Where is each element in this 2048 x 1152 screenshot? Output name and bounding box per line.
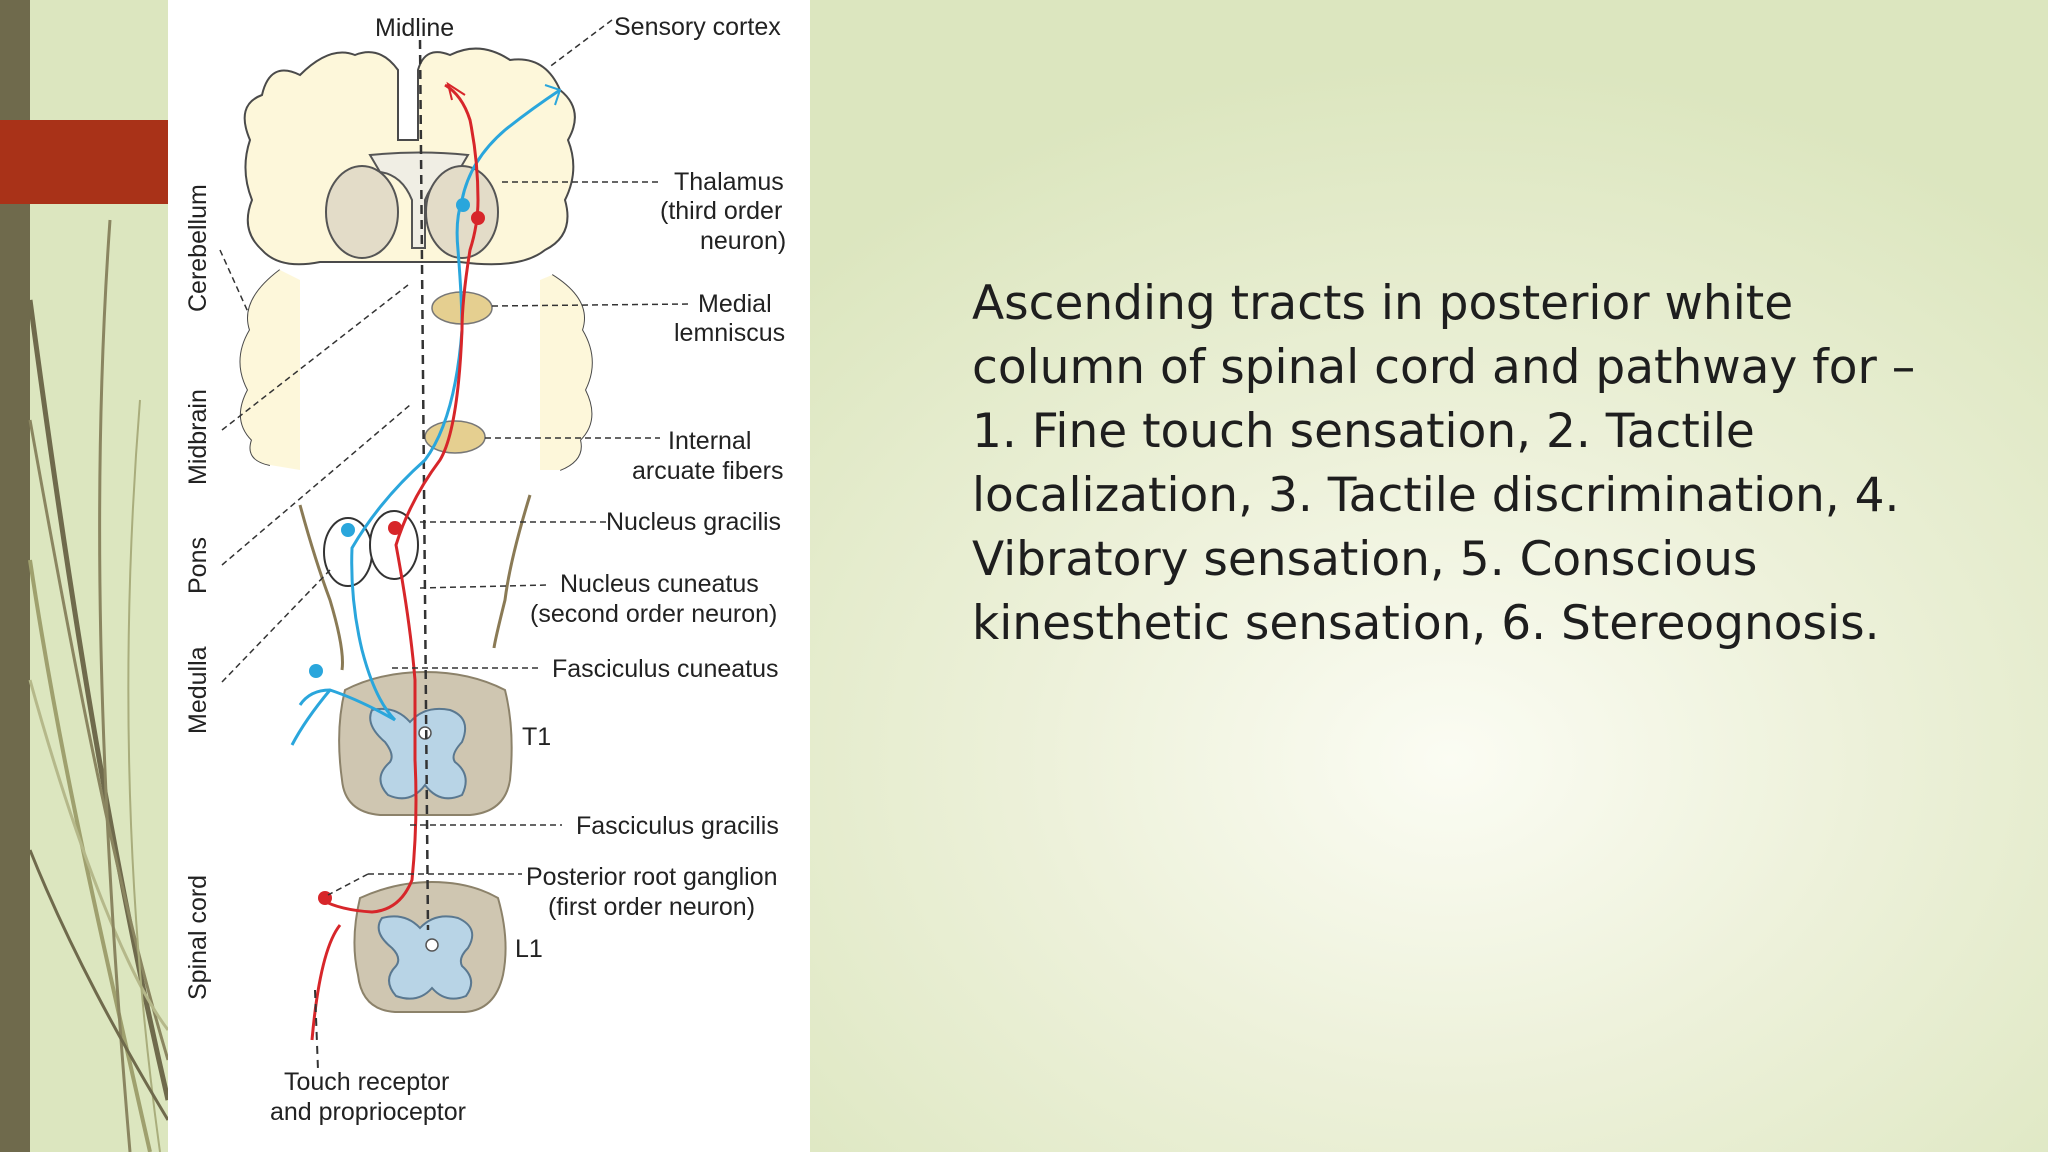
label-fasciculus-gracilis: Fasciculus gracilis xyxy=(576,812,779,840)
label-nucleus-cuneatus-2: (second order neuron) xyxy=(530,600,777,628)
label-nucleus-cuneatus-1: Nucleus cuneatus xyxy=(560,570,759,598)
region-pons: Pons xyxy=(184,537,212,594)
label-internal-arcuate-1: Internal xyxy=(668,427,751,455)
thalamus-right xyxy=(425,165,499,259)
thalamus-left xyxy=(325,165,399,259)
label-touch-receptor-1: Touch receptor xyxy=(284,1068,449,1096)
accent-block xyxy=(0,120,168,204)
red-tract xyxy=(321,83,480,914)
gray-matter-t1 xyxy=(369,707,467,800)
label-t1: T1 xyxy=(522,723,551,751)
label-posterior-root-ganglion: Posterior root ganglion xyxy=(526,863,778,891)
label-touch-receptor-2: and proprioceptor xyxy=(270,1098,466,1126)
internal-arcuate-shape xyxy=(424,420,486,454)
blue-tract xyxy=(350,88,561,722)
midline-dashed xyxy=(418,39,430,931)
region-midbrain: Midbrain xyxy=(184,389,212,485)
label-thalamus: Thalamus xyxy=(674,168,784,196)
spinal-tract-diagram: Midline Sensory cortex Thalamus (third o… xyxy=(184,13,786,1126)
region-cerebellum: Cerebellum xyxy=(184,184,212,312)
nucleus-gracilis-shape xyxy=(369,510,419,580)
medulla-left-outline xyxy=(298,504,344,671)
label-posterior-root-sub: (first order neuron) xyxy=(548,893,755,921)
region-medulla: Medulla xyxy=(184,646,212,734)
label-fasciculus-cuneatus: Fasciculus cuneatus xyxy=(552,655,779,683)
grass-decoration xyxy=(27,219,171,1152)
gray-matter-l1 xyxy=(377,915,474,1000)
label-midline: Midline xyxy=(375,14,454,42)
label-medial-lemniscus-2: lemniscus xyxy=(674,319,785,347)
label-medial-lemniscus-1: Medial xyxy=(698,290,772,318)
medulla-right-outline xyxy=(492,494,532,649)
label-internal-arcuate-2: arcuate fibers xyxy=(632,457,783,485)
label-thalamus-sub-1: (third order xyxy=(660,197,782,225)
label-thalamus-sub-2: neuron) xyxy=(700,227,786,255)
slide-body-text: Ascending tracts in posterior white colu… xyxy=(972,276,1916,651)
label-l1: L1 xyxy=(515,935,543,963)
label-nucleus-gracilis: Nucleus gracilis xyxy=(606,508,781,536)
region-spinal-cord: Spinal cord xyxy=(184,875,212,1000)
diagram-panel: Midline Sensory cortex Thalamus (third o… xyxy=(168,0,810,1152)
label-sensory-cortex: Sensory cortex xyxy=(614,13,781,41)
